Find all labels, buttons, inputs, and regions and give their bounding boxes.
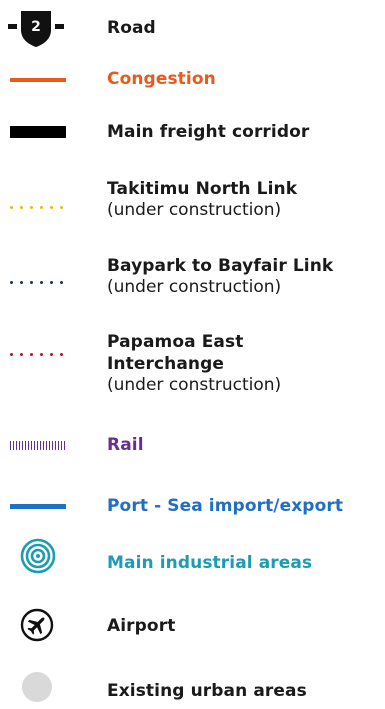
legend-item-takitimu: Takitimu North Link (under construction) (0, 178, 385, 228)
takitimu-label: Takitimu North Link (107, 179, 298, 199)
legend-item-freight: Main freight corridor (0, 120, 385, 150)
legend-item-road: 2 Road (0, 8, 385, 48)
rail-label: Rail (107, 435, 144, 455)
road-label: Road (107, 18, 156, 38)
grey-circle-icon (22, 672, 52, 702)
legend-item-papamoa: Papamoa East Interchange (under construc… (0, 331, 385, 407)
legend-item-industrial: Main industrial areas (0, 538, 385, 578)
legend-item-congestion: Congestion (0, 66, 385, 96)
papamoa-dotted-line-icon (10, 353, 66, 357)
papamoa-label-line1: Papamoa East (107, 332, 244, 352)
highway-shield-icon: 2 (8, 11, 64, 47)
papamoa-label-line2: Interchange (107, 354, 225, 374)
legend-item-baypark: Baypark to Bayfair Link (under construct… (0, 255, 385, 305)
congestion-line-icon (10, 78, 66, 82)
legend-item-airport: Airport (0, 607, 385, 647)
port-label: Port - Sea import/export (107, 496, 344, 516)
takitimu-dotted-line-icon (10, 206, 66, 210)
baypark-note: (under construction) (107, 277, 282, 297)
takitimu-note: (under construction) (107, 200, 282, 220)
freight-label: Main freight corridor (107, 122, 310, 142)
baypark-label: Baypark to Bayfair Link (107, 256, 334, 276)
papamoa-note: (under construction) (107, 375, 282, 395)
airplane-icon (20, 608, 54, 642)
port-line-icon (10, 504, 66, 509)
legend-item-urban: Existing urban areas (0, 666, 385, 706)
legend-item-port: Port - Sea import/export (0, 490, 385, 520)
industrial-label: Main industrial areas (107, 553, 313, 573)
urban-label: Existing urban areas (107, 681, 307, 701)
freight-corridor-icon (10, 126, 66, 138)
congestion-label: Congestion (107, 69, 216, 89)
airport-label: Airport (107, 616, 176, 636)
concentric-circles-icon (20, 538, 56, 574)
legend-item-rail: Rail (0, 434, 385, 464)
baypark-dotted-line-icon (10, 281, 66, 285)
road-shield-number: 2 (31, 19, 41, 35)
rail-track-icon (10, 441, 66, 450)
